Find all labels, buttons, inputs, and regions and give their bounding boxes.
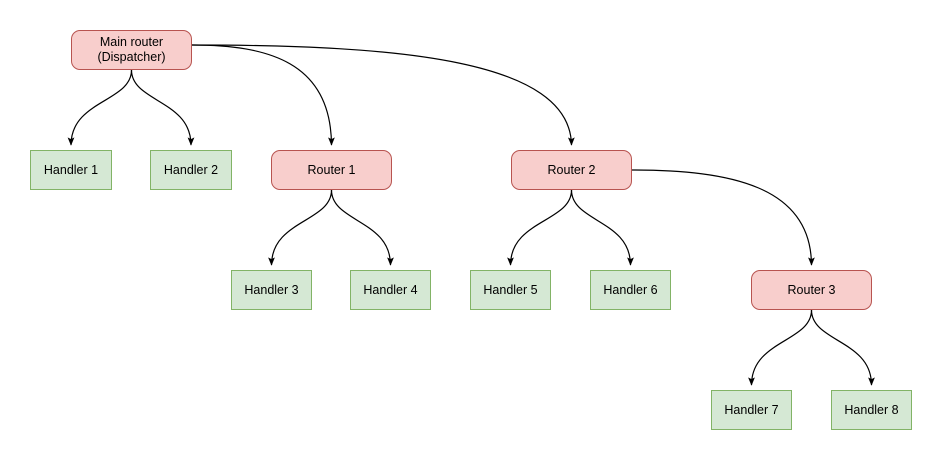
node-main-router[interactable]: Main router (Dispatcher) <box>71 30 192 70</box>
edge-router-2-to-handler-6 <box>570 189 634 266</box>
edge-router-3-to-handler-7 <box>748 309 813 386</box>
node-handler-4-label: Handler 4 <box>363 282 418 297</box>
node-handler-1-label: Handler 1 <box>43 162 99 177</box>
edge-router-1-to-handler-3 <box>268 189 333 266</box>
edge-router-2-to-router-3 <box>631 169 815 266</box>
node-router-2[interactable]: Router 2 <box>511 150 632 190</box>
node-handler-1[interactable]: Handler 1 <box>30 150 112 190</box>
edge-main-router-to-router-2 <box>191 44 575 146</box>
node-handler-5-label: Handler 5 <box>483 282 538 297</box>
node-handler-2-label: Handler 2 <box>163 162 219 177</box>
node-handler-7[interactable]: Handler 7 <box>711 390 792 430</box>
node-handler-5[interactable]: Handler 5 <box>470 270 551 310</box>
edge-main-router-to-handler-2 <box>130 69 195 146</box>
edge-router-1-to-handler-4 <box>330 189 394 266</box>
node-router-3[interactable]: Router 3 <box>751 270 872 310</box>
node-handler-3-label: Handler 3 <box>244 282 299 297</box>
node-main-router-label: Main router (Dispatcher) <box>97 35 166 64</box>
node-router-3-label: Router 3 <box>787 282 836 297</box>
node-handler-7-label: Handler 7 <box>724 402 779 417</box>
edge-router-2-to-handler-5 <box>507 189 573 266</box>
edge-main-router-to-handler-1 <box>67 69 133 146</box>
node-router-2-label: Router 2 <box>547 162 596 177</box>
node-handler-6[interactable]: Handler 6 <box>590 270 671 310</box>
node-handler-6-label: Handler 6 <box>603 282 658 297</box>
node-handler-2[interactable]: Handler 2 <box>150 150 232 190</box>
node-handler-3[interactable]: Handler 3 <box>231 270 312 310</box>
node-handler-8[interactable]: Handler 8 <box>831 390 912 430</box>
node-router-1[interactable]: Router 1 <box>271 150 392 190</box>
node-handler-8-label: Handler 8 <box>844 402 899 417</box>
edge-main-router-to-router-1 <box>191 44 335 146</box>
edge-router-3-to-handler-8 <box>810 309 875 386</box>
node-router-1-label: Router 1 <box>307 162 356 177</box>
node-handler-4[interactable]: Handler 4 <box>350 270 431 310</box>
